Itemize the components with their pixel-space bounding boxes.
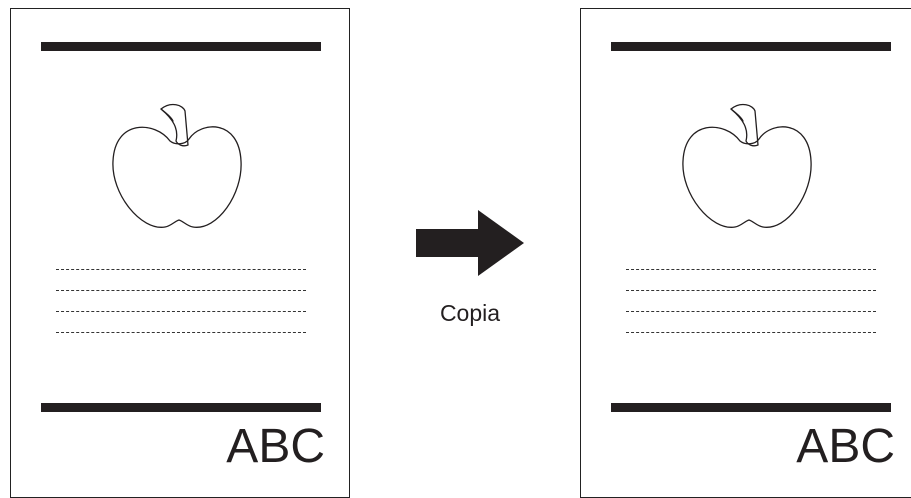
- apple-icon: [682, 103, 812, 228]
- text-line: [626, 269, 876, 270]
- text-line: [56, 332, 306, 333]
- header-bar: [41, 42, 321, 51]
- corner-text: ABC: [796, 420, 895, 473]
- footer-bar: [41, 403, 321, 412]
- corner-text: ABC: [226, 420, 325, 473]
- text-line: [56, 269, 306, 270]
- original-page: ABC: [10, 8, 350, 498]
- header-bar: [611, 42, 891, 51]
- arrow-label: Copia: [439, 300, 501, 326]
- text-line: [626, 290, 876, 291]
- right-arrow-icon: [416, 210, 524, 276]
- text-line: [626, 332, 876, 333]
- footer-bar: [611, 403, 891, 412]
- apple-icon: [112, 103, 242, 228]
- text-line: [56, 311, 306, 312]
- copy-page: ABC: [580, 8, 911, 498]
- text-line: [626, 311, 876, 312]
- text-line: [56, 290, 306, 291]
